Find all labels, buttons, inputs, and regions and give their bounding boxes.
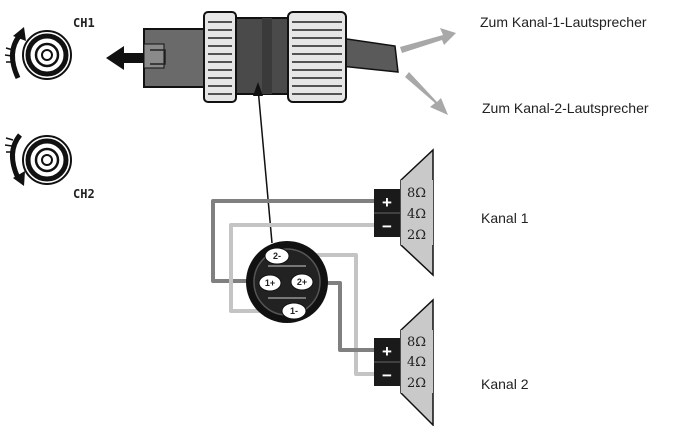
speaker-2-imp-4: 4Ω bbox=[407, 355, 426, 370]
pin-2-plus: 2+ bbox=[290, 273, 314, 291]
speaker-2: + − 8Ω 4Ω 2Ω bbox=[374, 298, 434, 426]
svg-text:2+: 2+ bbox=[297, 277, 307, 287]
pointer-line bbox=[257, 87, 273, 244]
speaker-1-imp-8: 8Ω bbox=[407, 186, 426, 201]
to-ch2-arrow-icon bbox=[405, 72, 448, 115]
speakon-plug bbox=[143, 11, 399, 103]
to-ch2-label: Zum Kanal-2-Lautsprecher bbox=[482, 100, 649, 116]
speaker-2-plus: + bbox=[382, 342, 392, 361]
speaker-1-imp-4: 4Ω bbox=[407, 207, 426, 222]
svg-text:1-: 1- bbox=[290, 306, 298, 316]
rotate-arrow-icon bbox=[10, 133, 23, 180]
speaker-1-imp-2: 2Ω bbox=[407, 228, 426, 243]
speaker-2-imp-8: 8Ω bbox=[407, 335, 426, 350]
insert-arrow-icon bbox=[106, 46, 150, 70]
kanal-1-label: Kanal 1 bbox=[481, 210, 529, 226]
ch1-label: CH1 bbox=[73, 16, 95, 30]
svg-text:1+: 1+ bbox=[265, 278, 275, 288]
rotate-arrow-icon bbox=[10, 33, 23, 80]
to-ch1-label: Zum Kanal-1-Lautsprecher bbox=[480, 14, 647, 30]
speaker-1: + − 8Ω 4Ω 2Ω bbox=[374, 148, 434, 277]
ch1-socket: CH1 bbox=[4, 16, 95, 80]
pin-2-minus: 2- bbox=[264, 247, 290, 265]
pin-1-minus: 1- bbox=[281, 302, 307, 320]
to-ch1-arrow-icon bbox=[400, 28, 456, 53]
speaker-2-imp-2: 2Ω bbox=[407, 376, 426, 391]
pin-1-plus: 1+ bbox=[258, 274, 282, 292]
speaker-1-plus: + bbox=[382, 193, 392, 212]
ch2-label: CH2 bbox=[73, 187, 95, 201]
kanal-2-label: Kanal 2 bbox=[481, 376, 529, 392]
connector-face: 2- 1+ 2+ 1- bbox=[246, 241, 328, 323]
speaker-1-minus: − bbox=[382, 217, 392, 236]
ch2-socket: CH2 bbox=[4, 133, 95, 201]
speaker-2-minus: − bbox=[382, 366, 392, 385]
svg-text:2-: 2- bbox=[273, 251, 281, 261]
